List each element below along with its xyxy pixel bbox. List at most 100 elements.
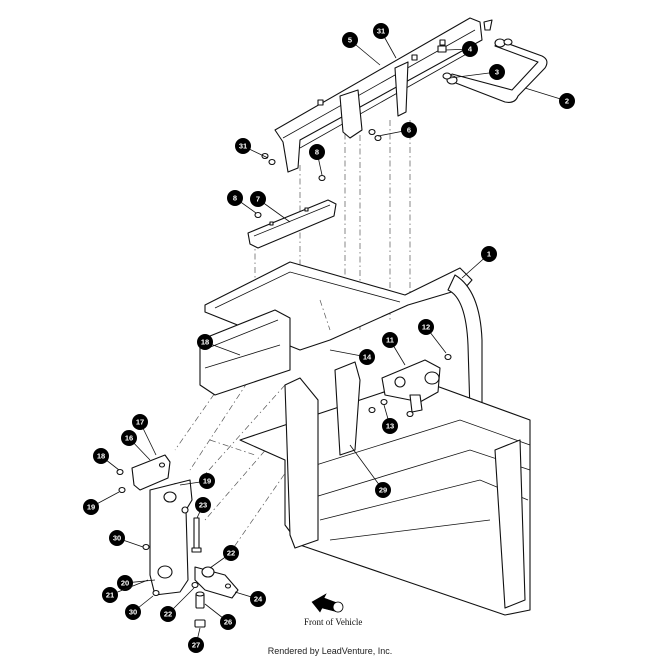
callout-c13: 13 xyxy=(382,404,398,434)
callout-circle xyxy=(220,614,236,630)
callout-c16: 16 xyxy=(121,430,151,461)
bracket-7 xyxy=(247,199,337,249)
grab-handle xyxy=(446,38,548,103)
callout-number: 19 xyxy=(87,503,95,512)
callout-number: 29 xyxy=(379,486,387,495)
callout-number: 31 xyxy=(377,27,385,36)
callout-number: 12 xyxy=(422,323,430,332)
callout-number: 5 xyxy=(348,36,352,45)
callout-number: 3 xyxy=(495,68,499,77)
callout-circle xyxy=(227,190,243,206)
callout-circle xyxy=(250,191,266,207)
callout-c30b: 30 xyxy=(125,595,154,620)
callout-number: 11 xyxy=(386,336,394,345)
callout-circle xyxy=(160,606,176,622)
callout-number: 27 xyxy=(192,641,200,650)
callout-circle xyxy=(125,604,141,620)
callout-number: 8 xyxy=(315,148,319,157)
callout-c31a: 31 xyxy=(373,23,397,59)
callout-number: 8 xyxy=(233,194,237,203)
callout-c4: 4 xyxy=(445,41,478,57)
rod-23 xyxy=(191,517,202,553)
callout-circle xyxy=(132,414,148,430)
callout-circle xyxy=(559,93,575,109)
engine-mount xyxy=(368,353,452,418)
callout-number: 7 xyxy=(256,195,260,204)
callout-c8a: 8 xyxy=(309,144,325,176)
front-post xyxy=(142,479,193,597)
callout-circle xyxy=(109,530,125,546)
callout-circle xyxy=(382,418,398,434)
callout-c31b: 31 xyxy=(235,138,269,159)
callout-circle xyxy=(382,332,398,348)
handle-hardware xyxy=(437,19,513,80)
callout-circle xyxy=(188,637,204,653)
callout-c20: 20 xyxy=(117,575,156,591)
callout-number: 19 xyxy=(203,477,211,486)
callout-number: 18 xyxy=(97,452,105,461)
callout-number: 31 xyxy=(239,142,247,151)
callout-c19b: 19 xyxy=(83,491,120,515)
callout-number: 22 xyxy=(164,610,172,619)
callout-c6: 6 xyxy=(377,122,417,138)
callout-c17: 17 xyxy=(132,414,157,456)
callout-circle xyxy=(481,246,497,262)
callout-c2: 2 xyxy=(524,87,575,109)
callout-number: 6 xyxy=(407,126,411,135)
callout-number: 13 xyxy=(386,422,394,431)
callout-circle xyxy=(309,144,325,160)
callout-c18a: 18 xyxy=(197,334,241,356)
callout-circle xyxy=(199,473,215,489)
callout-c5: 5 xyxy=(342,32,381,66)
callout-circle xyxy=(197,334,213,350)
callout-c26: 26 xyxy=(204,603,236,630)
callout-circle xyxy=(235,138,251,154)
main-frame xyxy=(199,261,531,616)
callout-c22a: 22 xyxy=(209,545,239,569)
callout-c3: 3 xyxy=(449,64,505,80)
callout-circle xyxy=(418,319,434,335)
callout-circle xyxy=(195,497,211,513)
callout-number: 17 xyxy=(136,418,144,427)
callout-circle xyxy=(121,430,137,446)
callout-circle xyxy=(489,64,505,80)
callout-c30a: 30 xyxy=(109,530,144,548)
callout-circle xyxy=(401,122,417,138)
callout-circle xyxy=(250,591,266,607)
callout-c14: 14 xyxy=(329,349,375,365)
front-of-vehicle-label: Front of Vehicle xyxy=(304,617,362,627)
callout-circle xyxy=(373,23,389,39)
callout-c27: 27 xyxy=(188,627,204,653)
callout-number: 26 xyxy=(224,618,232,627)
small-hardware xyxy=(254,128,382,219)
callout-number: 14 xyxy=(363,353,372,362)
callout-c22b: 22 xyxy=(160,587,195,622)
callout-c18b: 18 xyxy=(93,448,120,471)
callout-c1: 1 xyxy=(461,246,497,279)
callout-circle xyxy=(342,32,358,48)
callout-c12: 12 xyxy=(418,319,447,354)
callout-number: 16 xyxy=(125,434,133,443)
callout-c8b: 8 xyxy=(227,190,257,214)
callout-c7: 7 xyxy=(250,191,291,223)
callout-circle xyxy=(93,448,109,464)
callout-c19a: 19 xyxy=(179,473,215,489)
callout-circle xyxy=(223,545,239,561)
footer-credit: Rendered by LeadVenture, Inc. xyxy=(267,646,393,656)
callout-number: 30 xyxy=(113,534,121,543)
callout-leader xyxy=(349,444,384,491)
callout-number: 1 xyxy=(487,250,491,259)
callout-number: 30 xyxy=(129,608,137,617)
callout-circle xyxy=(83,499,99,515)
callout-c23: 23 xyxy=(195,497,211,519)
callout-circle xyxy=(102,587,118,603)
callout-circle xyxy=(117,575,133,591)
callout-circle xyxy=(375,482,391,498)
callout-number: 4 xyxy=(468,45,473,54)
callout-number: 23 xyxy=(199,501,207,510)
callout-number: 22 xyxy=(227,549,235,558)
callout-c29: 29 xyxy=(349,444,391,498)
callout-number: 20 xyxy=(121,579,129,588)
